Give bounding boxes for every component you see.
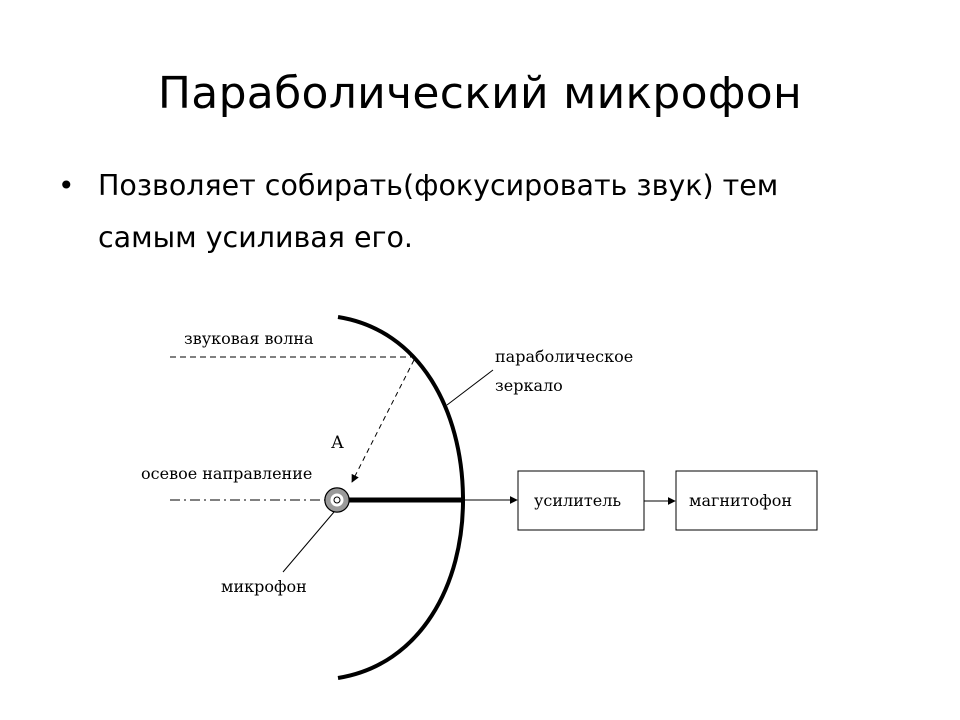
microphone-label: микрофон <box>221 577 307 596</box>
sound-wave-label: звуковая волна <box>184 329 314 348</box>
recorder-label: магнитофон <box>689 491 792 510</box>
reflected-ray <box>351 359 415 483</box>
bullet-text-line-2: самым усиливая его. <box>98 221 413 254</box>
amplifier-label: усилитель <box>534 491 621 510</box>
mirror-leader-line <box>446 369 494 406</box>
microphone-center <box>333 496 341 504</box>
mirror-label-line-2: зеркало <box>495 376 563 395</box>
parabolic-mirror <box>337 315 466 680</box>
mirror-label-line-1: параболическое <box>495 347 633 366</box>
bullet-list: • Позволяет собирать(фокусировать звук) … <box>58 160 918 264</box>
microphone-leader-line <box>282 511 335 573</box>
amplifier-box <box>517 470 645 531</box>
recorder-box <box>675 470 818 531</box>
bullet-text-line-1: Позволяет собирать(фокусировать звук) те… <box>98 169 779 202</box>
point-a-label: А <box>331 433 344 453</box>
axis-label: осевое направление <box>141 464 312 483</box>
bullet-marker: • <box>58 169 75 202</box>
slide-title: Параболический микрофон <box>157 68 803 119</box>
microphone-ring-inner <box>325 488 349 512</box>
bullet-item: • Позволяет собирать(фокусировать звук) … <box>58 160 918 264</box>
